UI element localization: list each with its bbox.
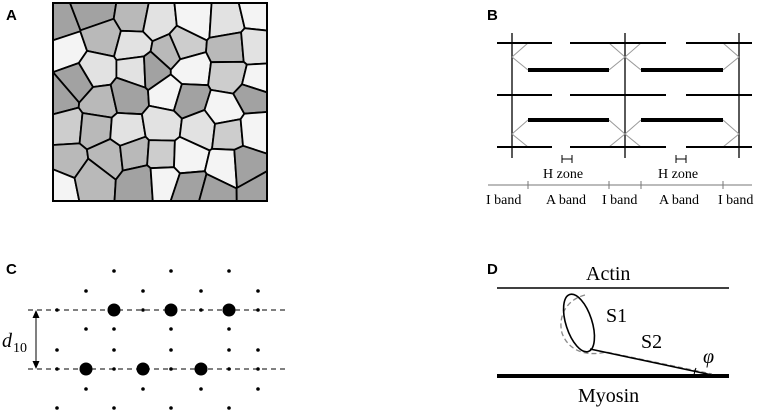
panel-c-letter: C [6, 261, 17, 278]
lattice-point-large [136, 362, 150, 376]
lattice-point-small [227, 348, 231, 352]
lattice-point-small [256, 387, 260, 391]
lattice-point-small [55, 348, 59, 352]
panel-b: B [486, 7, 753, 208]
voronoi-cell-mosaic [53, 3, 267, 201]
spacing-arrow [32, 310, 40, 369]
voronoi-cell [232, 83, 267, 115]
a-band-label: A band [659, 193, 699, 208]
voronoi-cell [211, 118, 244, 151]
lattice-point-small [169, 327, 173, 331]
lattice-point-small [227, 327, 231, 331]
lattice-point-small [227, 406, 231, 410]
lattice-point-small [256, 289, 260, 293]
lattice-point-small [227, 269, 231, 273]
s2-neck [589, 348, 713, 376]
lattice-point-small [169, 367, 173, 371]
hexagonal-lattice [55, 269, 260, 410]
spacing-subscript: 10 [13, 341, 27, 356]
lattice-point-small [84, 387, 88, 391]
lattice-point-small [169, 406, 173, 410]
panel-d-letter: D [487, 261, 498, 278]
panel-d: D Actin Myosin S1 S2 φ [487, 261, 729, 407]
h-zone-label: H zone [543, 167, 583, 182]
lattice-point-small [112, 327, 116, 331]
lattice-planes [28, 309, 288, 370]
alternate-crossbridge-dashed [560, 294, 713, 375]
h-zone-label: H zone [658, 167, 698, 182]
lattice-point-small [112, 269, 116, 273]
lattice-point-small [169, 269, 173, 273]
actin-label: Actin [586, 263, 630, 285]
lattice-point-small [141, 387, 145, 391]
angle-arc [693, 367, 697, 377]
panel-a: A [6, 2, 268, 202]
i-band-label: I band [602, 193, 637, 208]
h-zone-brackets [561, 155, 687, 163]
voronoi-cell [233, 144, 267, 189]
panel-a-letter: A [6, 7, 17, 24]
lattice-point-small [112, 406, 116, 410]
voronoi-cell [205, 31, 245, 64]
voronoi-cell [235, 170, 267, 201]
voronoi-cell [239, 111, 267, 155]
voronoi-cell [146, 139, 176, 170]
panel-a-frame [52, 2, 268, 202]
lattice-point-small [141, 308, 145, 312]
voronoi-cell [237, 3, 267, 32]
s2-label: S2 [641, 331, 662, 353]
band-axis [488, 181, 752, 189]
lattice-point-small [256, 348, 260, 352]
panel-c: C d 10 [2, 261, 288, 410]
i-band-label: I band [718, 193, 753, 208]
spacing-label: d [2, 330, 13, 352]
grey-connectors [511, 42, 740, 148]
lattice-point-small [84, 289, 88, 293]
thin-filaments [497, 42, 752, 148]
angle-phi-label: φ [703, 346, 714, 368]
lattice-point-small [141, 289, 145, 293]
lattice-point-small [55, 406, 59, 410]
i-band-label: I band [486, 193, 521, 208]
lattice-point-small [199, 289, 203, 293]
myosin-label: Myosin [578, 385, 639, 407]
lattice-point-small [84, 327, 88, 331]
lattice-point-small [169, 348, 173, 352]
s1-head [562, 293, 596, 353]
panel-b-letter: B [487, 7, 498, 24]
lattice-point-large [164, 303, 178, 317]
thick-filaments [528, 68, 723, 122]
lattice-point-small [112, 348, 116, 352]
lattice-point-small [199, 387, 203, 391]
a-band-label: A band [546, 193, 586, 208]
s1-label: S1 [606, 305, 627, 327]
